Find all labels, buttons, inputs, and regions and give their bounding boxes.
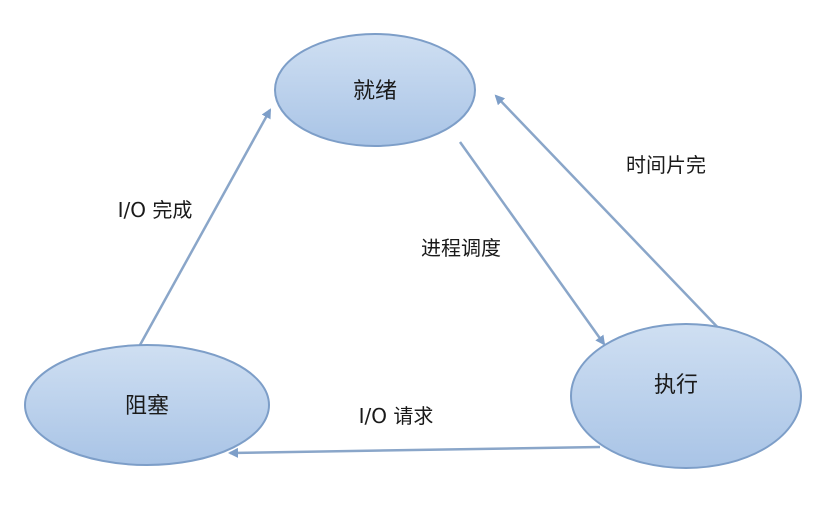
node-ready: 就绪 xyxy=(274,33,476,147)
edge-label-io-complete: I/O 完成 xyxy=(118,198,193,222)
node-blocked: 阻塞 xyxy=(24,344,270,466)
edge-label-timeslice: 时间片完 xyxy=(626,153,706,177)
edge-label-io-request: I/O 请求 xyxy=(359,404,434,428)
node-blocked-label: 阻塞 xyxy=(125,394,169,419)
arrow-blocked-to-ready xyxy=(138,108,272,346)
node-ready-label: 就绪 xyxy=(353,79,397,104)
node-running-label: 执行 xyxy=(654,373,698,398)
arrow-running-to-blocked xyxy=(228,445,601,458)
node-running: 执行 xyxy=(570,323,802,469)
edge-label-dispatch: 进程调度 xyxy=(421,236,501,260)
arrow-running-to-ready xyxy=(494,94,726,336)
arrow-ready-to-running xyxy=(458,141,606,346)
